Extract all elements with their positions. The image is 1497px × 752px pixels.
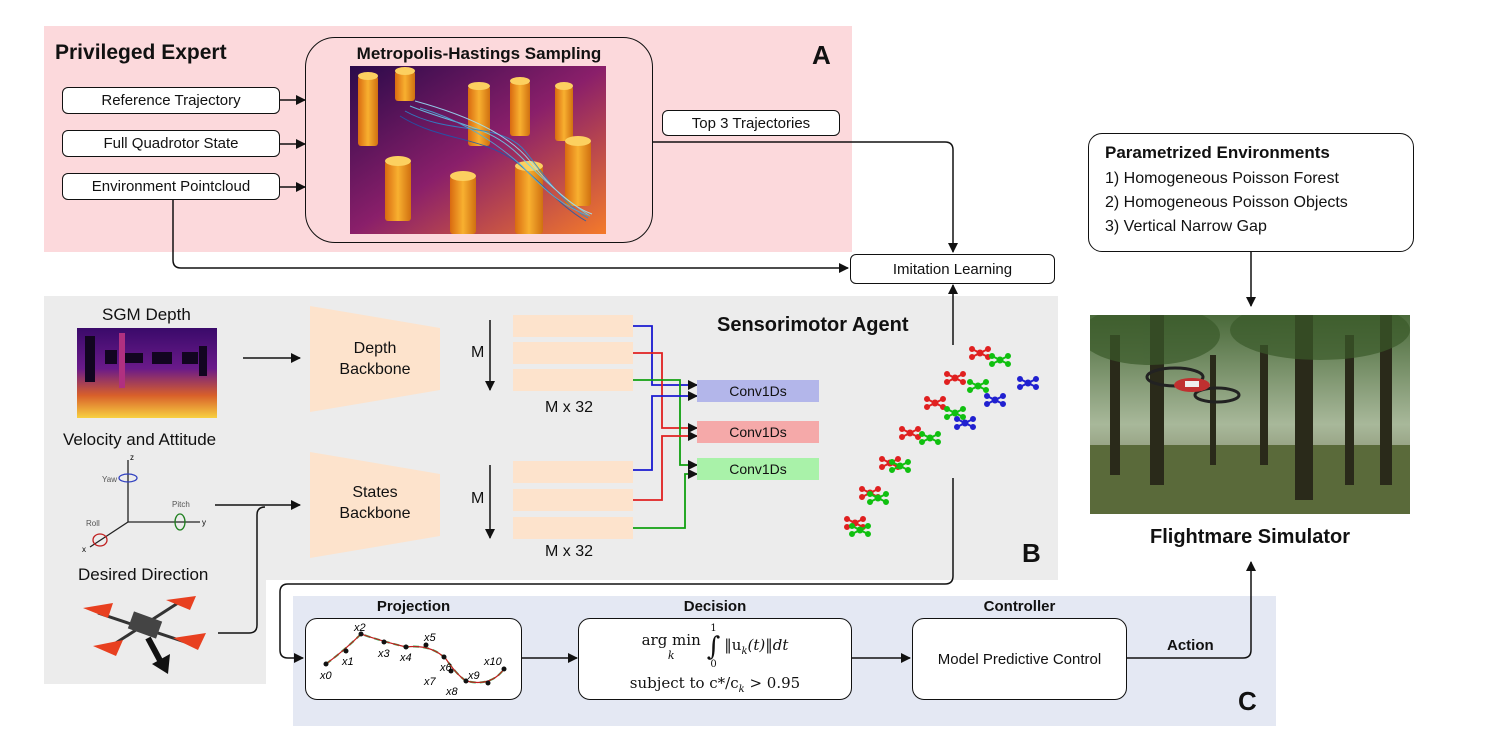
svg-text:x: x [82, 545, 86, 554]
feature-bar [513, 489, 633, 511]
feature-bar [513, 517, 633, 539]
depth-backbone-label-2: Backbone [339, 361, 411, 378]
environment-item-1: 1) Homogeneous Poisson Forest [1105, 170, 1339, 187]
states-backbone-label-1: States [352, 484, 398, 501]
states-backbone: States Backbone [310, 452, 440, 558]
region-tag-b: B [1022, 538, 1041, 568]
mx32-label-bottom: M x 32 [545, 543, 594, 560]
action-label: Action [1167, 637, 1214, 654]
input-reference-trajectory: Reference Trajectory [62, 87, 280, 114]
m-label-bottom: M [471, 490, 485, 507]
svg-text:Yaw: Yaw [102, 475, 117, 484]
svg-text:x0: x0 [319, 670, 333, 682]
region-tag-a: A [812, 40, 831, 70]
imitation-learning-box: Imitation Learning [850, 254, 1055, 284]
environment-item-3: 3) Vertical Narrow Gap [1105, 218, 1267, 235]
svg-text:x3: x3 [377, 648, 391, 660]
controller-title: Controller [983, 598, 1056, 615]
expert-title: Privileged Expert [55, 41, 227, 64]
svg-text:x7: x7 [423, 676, 437, 688]
svg-text:x4: x4 [399, 652, 412, 664]
input-environment-pointcloud: Environment Pointcloud [62, 173, 280, 200]
svg-text:y: y [202, 518, 206, 527]
m-label-top: M [471, 344, 485, 361]
svg-text:x5: x5 [423, 632, 437, 644]
feature-bar [513, 315, 633, 337]
svg-text:x1: x1 [341, 656, 354, 668]
environment-item-2: 2) Homogeneous Poisson Objects [1105, 194, 1348, 211]
projection-title: Projection [376, 598, 451, 615]
conv1d-green: Conv1Ds [697, 458, 819, 480]
conv1d-blue: Conv1Ds [697, 380, 819, 402]
sgm-depth-image [77, 328, 217, 418]
svg-text:x9: x9 [467, 670, 480, 682]
svg-text:x2: x2 [353, 622, 366, 634]
constraint-formula: subject to c*/ck > 0.95 [629, 673, 801, 695]
objective-formula: arg min k 1 ∫ 0 ‖uk(t)‖dt [641, 622, 789, 670]
feature-bar [513, 461, 633, 483]
environments-title: Parametrized Environments [1105, 143, 1330, 162]
feature-bar [513, 369, 633, 391]
sgm-depth-label: SGM Depth [102, 305, 191, 324]
svg-text:x10: x10 [483, 656, 503, 668]
environments-box [1088, 133, 1414, 252]
drone-icon [1145, 366, 1241, 404]
region-tag-c: C [1238, 686, 1257, 716]
mpc-box: Model Predictive Control [912, 618, 1127, 700]
svg-text:z: z [130, 453, 134, 462]
agent-title: Sensorimotor Agent [717, 314, 909, 336]
svg-text:x8: x8 [445, 686, 459, 697]
mx32-label-top: M x 32 [545, 399, 594, 416]
sampling-image [350, 66, 606, 234]
axes-diagram: z Yaw Pitch y Roll x [82, 453, 206, 554]
projection-curve: x0 x1 x2 x3 x4 x5 x6 x7 x8 x9 x10 [319, 622, 507, 698]
svg-text:x6: x6 [439, 662, 453, 674]
sampling-title: Metropolis-Hastings Sampling [356, 44, 602, 63]
projection-box: x0 x1 x2 x3 x4 x5 x6 x7 x8 x9 x10 [305, 618, 522, 700]
conv1d-red: Conv1Ds [697, 421, 819, 443]
predicted-trajectories [843, 345, 1040, 538]
feature-bar [513, 342, 633, 364]
desired-direction-drone [83, 596, 206, 674]
velocity-attitude-label: Velocity and Attitude [63, 430, 217, 449]
states-backbone-label-2: Backbone [339, 505, 411, 522]
svg-text:Pitch: Pitch [172, 500, 190, 509]
decision-title: Decision [683, 598, 747, 615]
depth-backbone-label-1: Depth [353, 340, 397, 357]
top-trajectories-box: Top 3 Trajectories [662, 110, 840, 136]
svg-text:Roll: Roll [86, 519, 100, 528]
desired-direction-label: Desired Direction [78, 565, 209, 584]
depth-backbone: Depth Backbone [310, 306, 440, 412]
simulator-label: Flightmare Simulator [1149, 526, 1351, 548]
flightmare-image [1090, 315, 1410, 514]
input-full-quadrotor-state: Full Quadrotor State [62, 130, 280, 157]
decision-box: arg min k 1 ∫ 0 ‖uk(t)‖dt subject to c*/… [578, 618, 852, 700]
